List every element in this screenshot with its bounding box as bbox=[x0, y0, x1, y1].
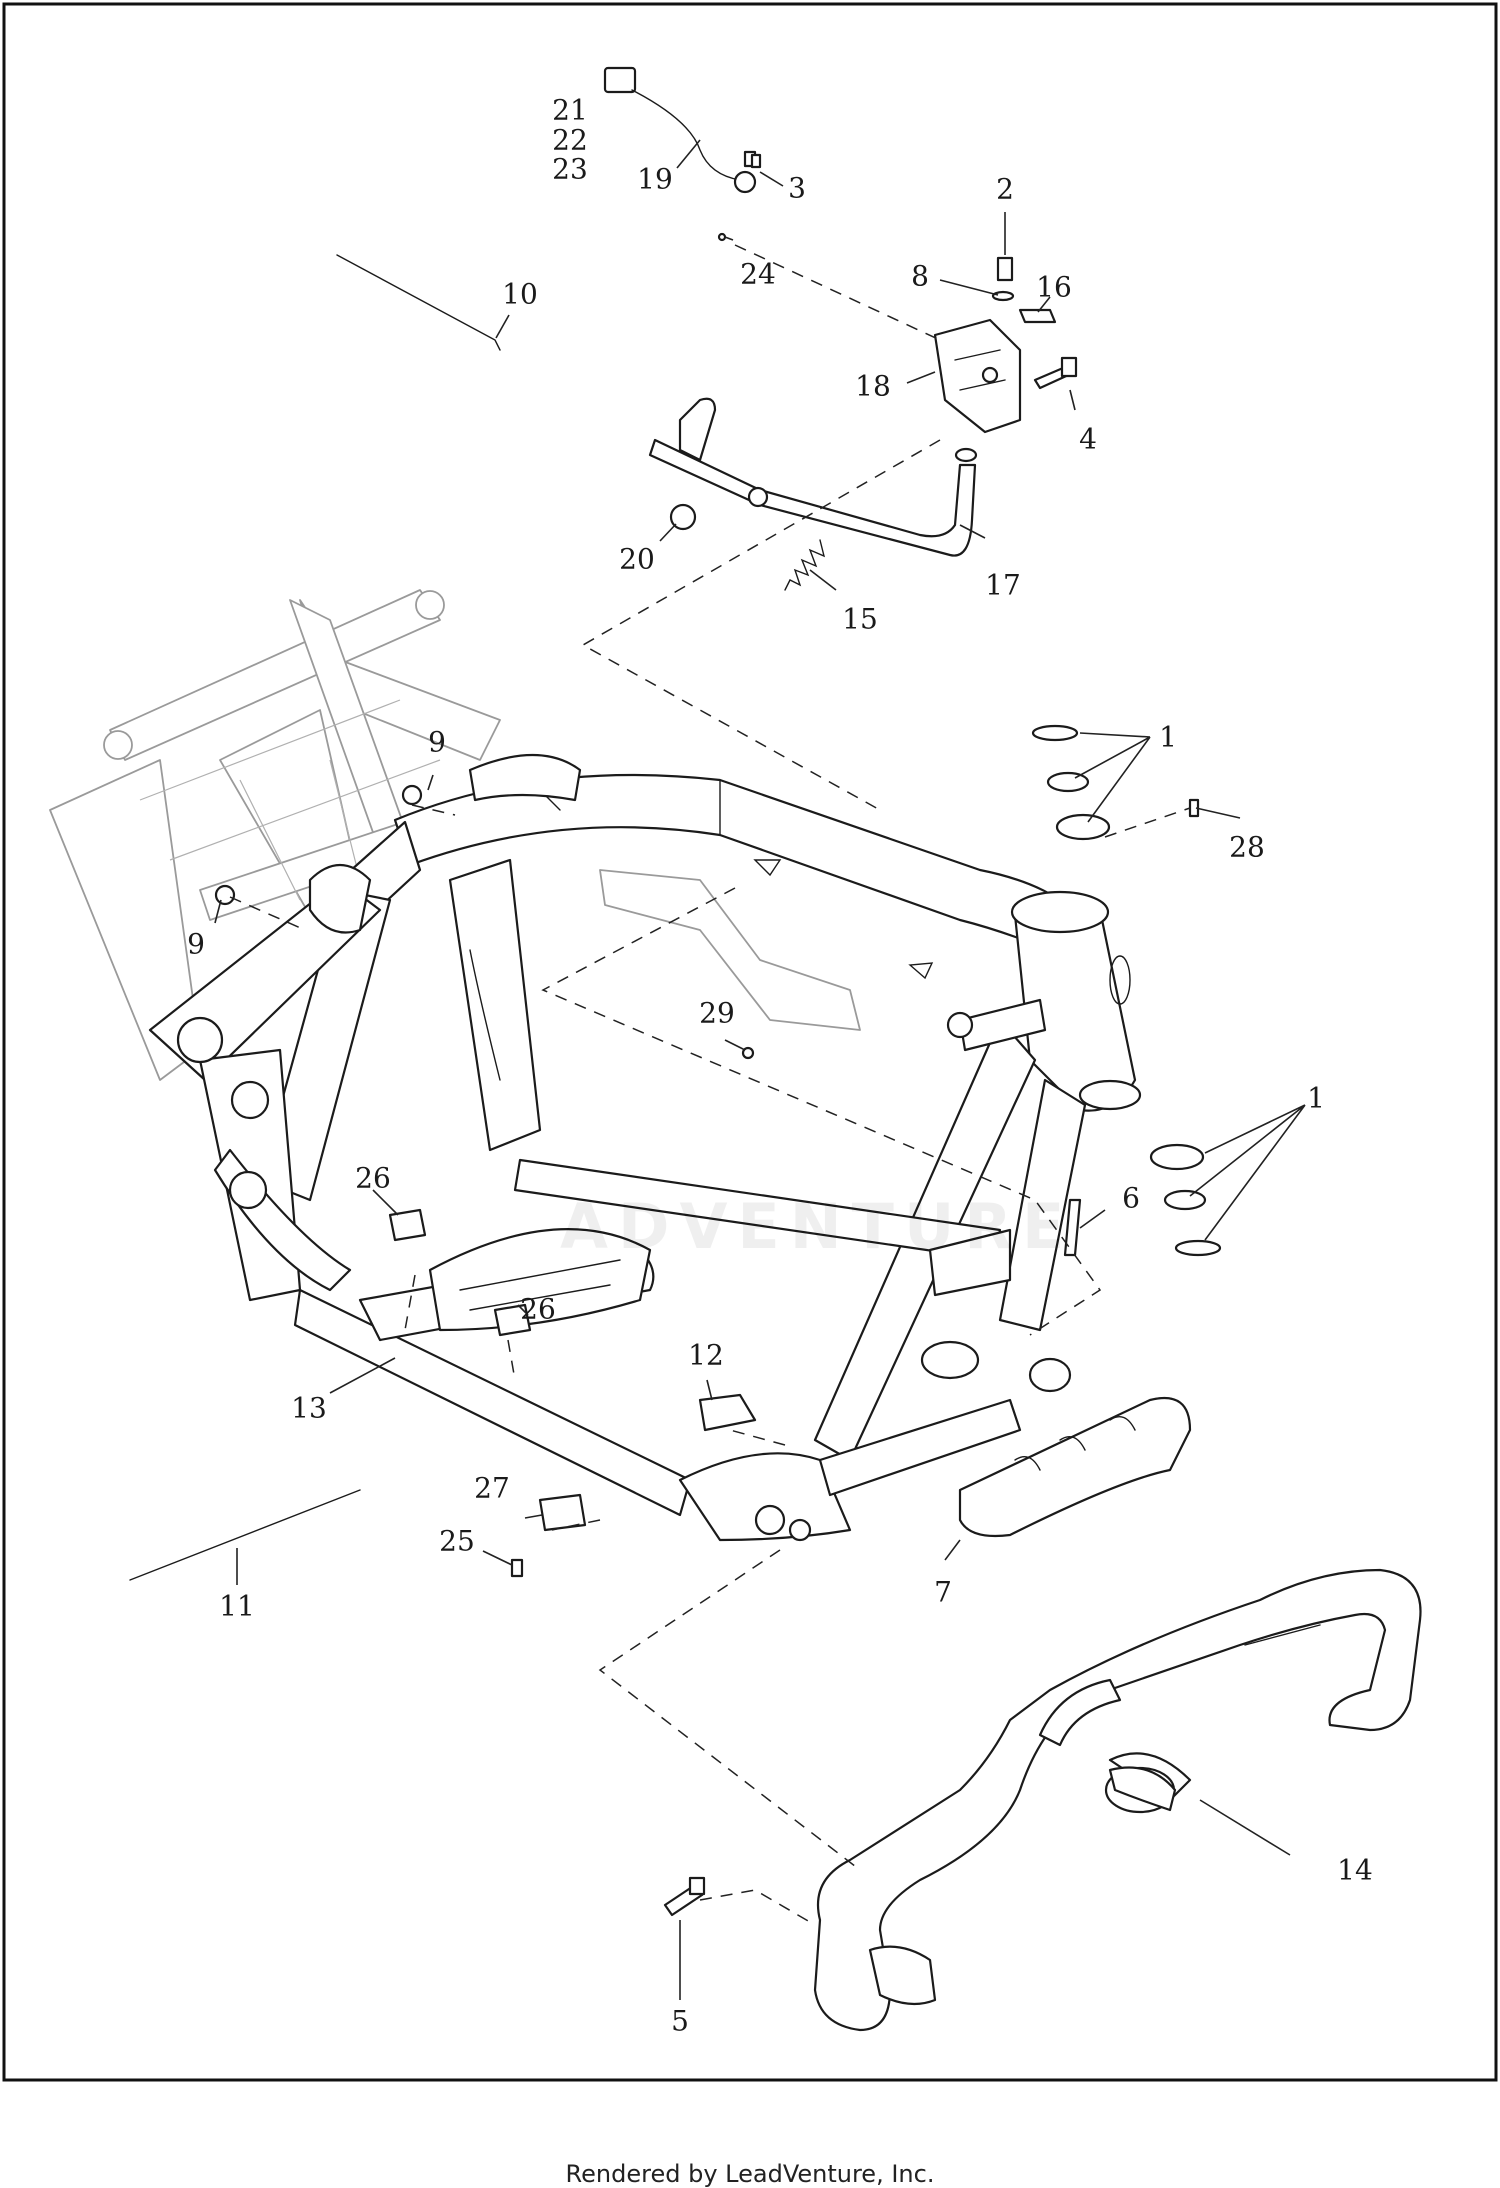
callout-19: 19 bbox=[637, 163, 673, 196]
part-7-crossmember bbox=[958, 1396, 1192, 1538]
callout-5: 5 bbox=[671, 2005, 689, 2038]
callout-21: 21 bbox=[552, 94, 588, 127]
callout-7: 7 bbox=[934, 1576, 952, 1609]
part-10-cable-tie bbox=[336, 254, 501, 351]
callout-11: 11 bbox=[219, 1590, 255, 1623]
callout-24: 24 bbox=[740, 258, 776, 291]
callout-28: 28 bbox=[1229, 831, 1265, 864]
part-14-engine-guard bbox=[813, 1568, 1422, 2032]
part-11-cable-tie bbox=[129, 1489, 361, 1581]
main-frame bbox=[148, 754, 1142, 1542]
callout-29: 29 bbox=[699, 997, 735, 1030]
part-18-bracket bbox=[933, 318, 1022, 434]
callout-26-lower: 26 bbox=[520, 1293, 556, 1326]
callout-14: 14 bbox=[1337, 1854, 1373, 1887]
callout-17: 17 bbox=[985, 569, 1021, 602]
assembly-lines bbox=[229, 244, 1191, 1926]
diagram-border bbox=[2, 2, 1498, 2082]
small-parts bbox=[214, 153, 1222, 1917]
footer-credit: Rendered by LeadVenture, Inc. bbox=[565, 2160, 935, 2188]
callout-22: 22 bbox=[552, 124, 588, 157]
callout-12: 12 bbox=[688, 1339, 724, 1372]
part-19-sensor bbox=[603, 66, 757, 194]
callout-18: 18 bbox=[855, 370, 891, 403]
callout-1-upper: 1 bbox=[1159, 721, 1177, 754]
part-17-jiffy-stand bbox=[648, 397, 978, 557]
callout-9-lower: 9 bbox=[187, 928, 205, 961]
callout-16: 16 bbox=[1036, 271, 1072, 304]
callout-labels: 1 1 2 3 4 5 6 7 8 9 9 10 11 12 13 14 15 … bbox=[187, 94, 1373, 2038]
callout-3: 3 bbox=[788, 172, 806, 205]
callout-1-lower: 1 bbox=[1307, 1082, 1325, 1115]
callout-8: 8 bbox=[911, 260, 929, 293]
callout-2: 2 bbox=[996, 173, 1014, 206]
callout-9-upper: 9 bbox=[428, 726, 446, 759]
callout-20: 20 bbox=[619, 543, 655, 576]
callout-23: 23 bbox=[552, 153, 588, 186]
callout-27: 27 bbox=[474, 1472, 510, 1505]
callout-13: 13 bbox=[291, 1392, 327, 1425]
leader-lines bbox=[214, 139, 1306, 2000]
callout-10: 10 bbox=[502, 278, 538, 311]
watermark-text: ADVENTURE bbox=[560, 1190, 1075, 1263]
callout-26-upper: 26 bbox=[355, 1162, 391, 1195]
callout-15: 15 bbox=[842, 603, 878, 636]
callout-6: 6 bbox=[1122, 1182, 1140, 1215]
callout-4: 4 bbox=[1079, 423, 1097, 456]
callout-25: 25 bbox=[439, 1525, 475, 1558]
